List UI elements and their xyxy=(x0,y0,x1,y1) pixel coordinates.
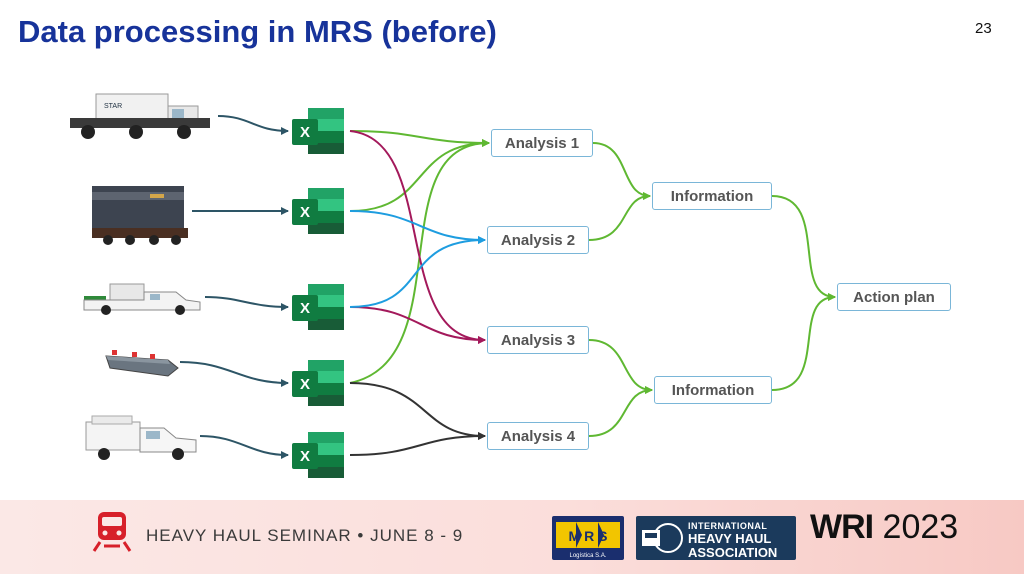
footer-banner: HEAVY HAUL SEMINAR • JUNE 8 - 9 M R S Lo… xyxy=(0,500,1024,574)
track-sensor-device-image xyxy=(105,350,179,377)
excel-letter: X xyxy=(300,300,310,317)
connector-excel2-analysis1 xyxy=(349,139,490,212)
analysis-1-box: Analysis 1 xyxy=(491,129,593,157)
excel-icon: X xyxy=(292,284,344,330)
connector-analysis4-info2 xyxy=(588,386,653,437)
wri-logo: WRI 2023 xyxy=(810,508,958,547)
information-box-2: Information xyxy=(654,376,772,404)
connector-analysis1-info1 xyxy=(592,142,651,200)
arrow-source-5 xyxy=(199,435,289,459)
seminar-text: HEAVY HAUL SEMINAR • JUNE 8 - 9 xyxy=(146,526,464,545)
train-icon xyxy=(92,512,132,552)
connector-info2-actionplan xyxy=(771,293,836,391)
arrow-source-3 xyxy=(204,296,289,311)
excel-letter: X xyxy=(300,124,310,141)
excel-icon: X xyxy=(292,108,344,154)
connector-excel1-analysis3 xyxy=(349,130,486,344)
flow-diagram xyxy=(179,115,836,459)
analysis-3-box: Analysis 3 xyxy=(487,326,589,354)
wri-year: 2023 xyxy=(882,508,959,546)
excel-letter: X xyxy=(300,204,310,221)
analysis-4-box: Analysis 4 xyxy=(487,422,589,450)
action-plan-box: Action plan xyxy=(837,283,951,311)
svg-text:STAR: STAR xyxy=(104,103,122,110)
mrs-logo-subtext: Logística S.A. xyxy=(569,553,606,559)
ihha-emblem-icon xyxy=(642,523,683,553)
excel-letter: X xyxy=(300,376,310,393)
ihha-line-2: HEAVY HAUL xyxy=(688,531,772,546)
connectors-to-analyses xyxy=(349,130,490,456)
ihha-line-1: INTERNATIONAL xyxy=(688,521,768,531)
connector-excel4-analysis1 xyxy=(349,139,490,384)
slide-number: 23 xyxy=(975,20,992,37)
connector-excel1-analysis1 xyxy=(349,130,490,147)
arrow-source-4 xyxy=(179,361,289,387)
excel-icon: X xyxy=(292,432,344,478)
connector-excel2-analysis2 xyxy=(349,210,486,244)
excel-icon: X xyxy=(292,360,344,406)
information-box-1: Information xyxy=(652,182,772,210)
connector-excel3-analysis2 xyxy=(349,236,486,308)
analysis-2-box: Analysis 2 xyxy=(487,226,589,254)
mrs-logo: M R S Logística S.A. xyxy=(552,516,624,560)
ihha-logo: INTERNATIONAL HEAVY HAUL ASSOCIATION xyxy=(636,516,796,560)
connector-excel5-analysis4 xyxy=(349,432,486,456)
rail-inspection-truck-image: STAR xyxy=(70,93,210,139)
connector-analysis3-info2 xyxy=(588,339,653,394)
connectors-to-information xyxy=(588,142,836,437)
connector-excel3-analysis3 xyxy=(349,306,486,344)
ihha-line-3: ASSOCIATION xyxy=(688,545,778,560)
white-utility-truck-image xyxy=(85,415,197,460)
mrs-logo-letters: M R S xyxy=(569,528,608,544)
source-arrows xyxy=(179,115,289,459)
arrow-source-1 xyxy=(217,115,289,135)
connector-info1-actionplan xyxy=(771,195,836,301)
slide-title: Data processing in MRS (before) xyxy=(18,14,497,49)
pickup-truck-with-equipment-image xyxy=(83,283,201,315)
excel-icon: X xyxy=(292,188,344,234)
connector-analysis2-info1 xyxy=(588,192,651,241)
connector-excel4-analysis4 xyxy=(349,382,486,440)
wri-text: WRI xyxy=(810,508,874,546)
excel-letter: X xyxy=(300,448,310,465)
locomotive-image xyxy=(92,186,188,245)
